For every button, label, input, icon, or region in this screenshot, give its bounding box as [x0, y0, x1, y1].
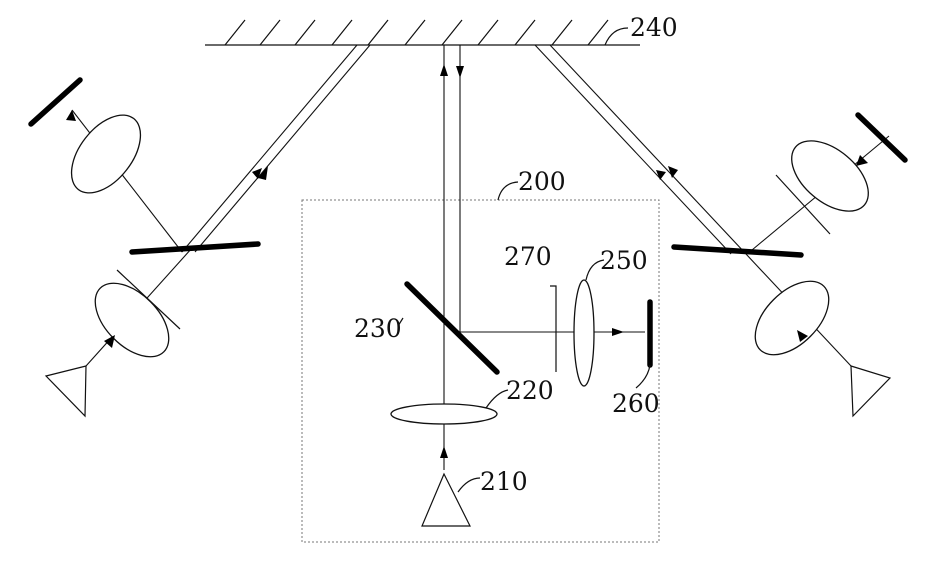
label-220: 220 [506, 376, 554, 405]
lens-220 [390, 403, 498, 425]
right-module [534, 44, 908, 418]
label-200: 200 [518, 167, 566, 196]
lens-250 [573, 279, 595, 387]
label-210: 210 [480, 467, 528, 496]
light-source-210 [421, 472, 471, 527]
label-250: 250 [600, 246, 648, 275]
reflecting-surface-240 [205, 19, 640, 46]
arrow-up-center [440, 64, 448, 76]
label-230: 230 [354, 314, 402, 343]
beam-splitter-230 [404, 281, 500, 375]
label-260: 260 [612, 389, 660, 418]
leader-230 [397, 317, 404, 327]
label-270: 270 [504, 242, 552, 271]
element-270 [550, 285, 557, 372]
arrow-right-beam [612, 328, 624, 336]
leader-200 [497, 181, 519, 201]
leader-220 [485, 389, 509, 409]
arrow-up-lower [440, 446, 448, 458]
arrow-down-center [456, 66, 464, 78]
module-box-200 [301, 199, 660, 543]
left-module [28, 44, 371, 418]
leader-210 [457, 477, 481, 493]
label-240: 240 [630, 13, 678, 42]
leader-260 [635, 364, 651, 389]
leader-250 [585, 259, 605, 281]
